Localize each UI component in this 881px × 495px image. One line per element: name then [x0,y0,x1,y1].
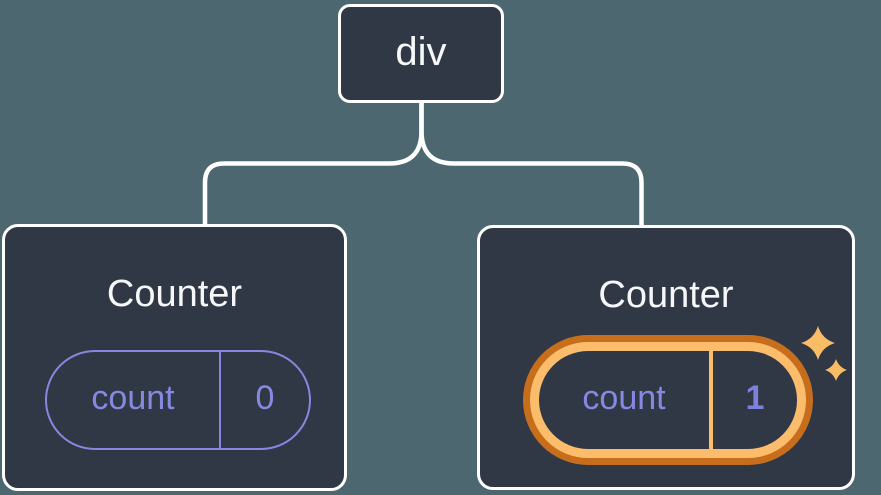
state-pill: count 0 [45,350,311,450]
state-key-cell: count [47,352,221,448]
state-value-label: 1 [745,379,765,417]
state-value-cell: 0 [221,352,309,448]
state-key-label: count [582,379,666,417]
state-value-label: 0 [255,379,275,417]
state-value-cell: 1 [713,351,797,449]
tree-node-counter-right: Counter count 1 [477,225,855,490]
state-pill-inner: count 1 [539,351,797,449]
tree-node-root-div: div [338,4,504,103]
connector-line-right [419,98,644,227]
sparkle-star-large [801,326,835,360]
counter-title: Counter [106,273,243,315]
root-node-label: div [395,29,447,74]
state-key-cell: count [539,351,709,449]
pill-divider [709,351,713,449]
sparkle-star-small [825,359,847,381]
tree-node-counter-left: Counter count 0 [2,224,347,491]
state-pill-highlighted: count 1 [523,335,813,465]
counter-title: Counter [598,274,734,316]
connector-line-left [202,98,424,226]
state-key-label: count [91,379,175,417]
state-pill-highlight-ring: count 1 [530,342,806,458]
